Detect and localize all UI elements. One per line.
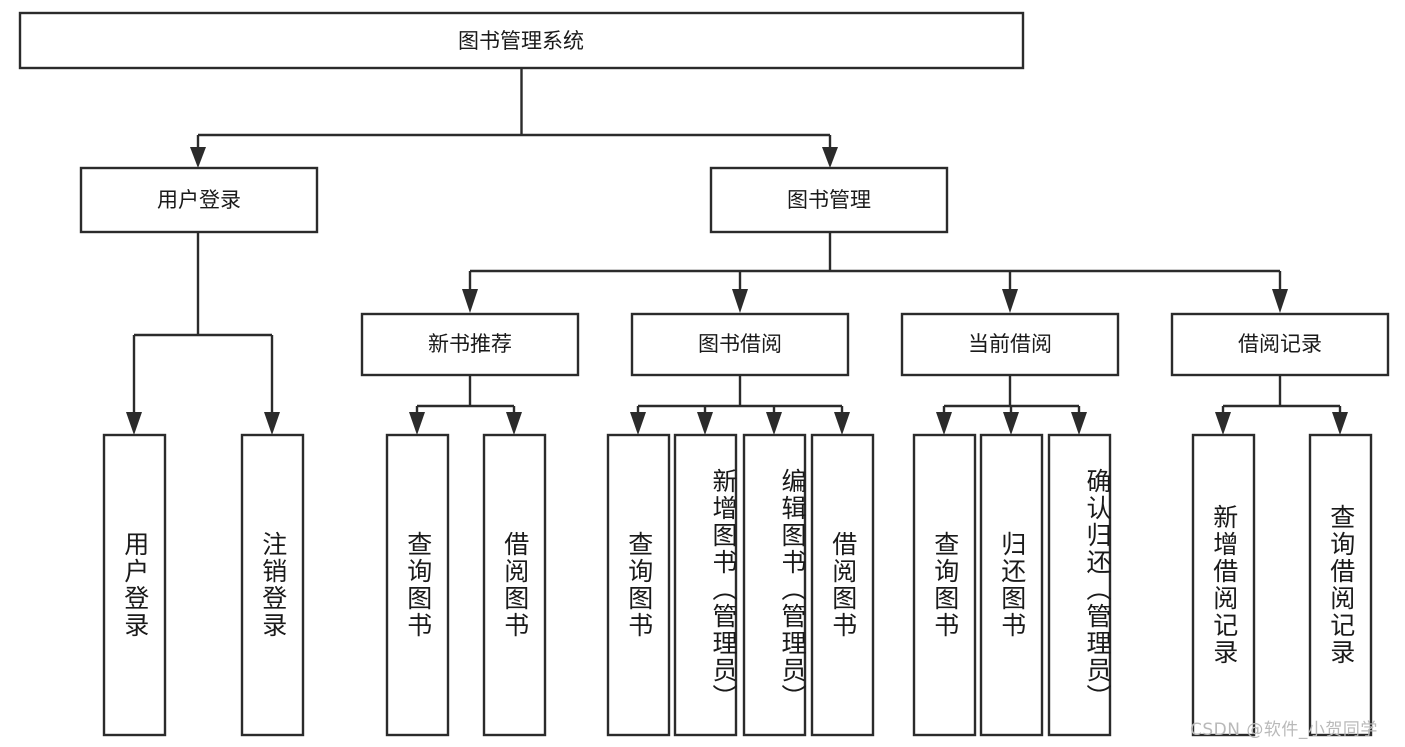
arrowhead-leaf-user-login <box>126 412 142 435</box>
leaf-box-add-borrow-record[interactable] <box>1191 433 1256 737</box>
node-borrow-record[interactable]: 借阅记录 <box>1170 312 1390 377</box>
leaf-box-user-login[interactable] <box>102 433 167 737</box>
node-root-box[interactable] <box>18 11 1025 70</box>
leaf-box-return-book[interactable] <box>979 433 1044 737</box>
arrowhead-leaf-logout <box>264 412 280 435</box>
arrowhead-borrowrecord-leaf2 <box>1332 412 1348 435</box>
leaf-box-query-book-a[interactable] <box>385 433 450 737</box>
node-book-management[interactable]: 图书管理 <box>709 166 949 234</box>
node-root-label: 图书管理系统 <box>458 29 584 53</box>
arrowhead-user-login <box>190 147 206 168</box>
leaf-box-logout[interactable] <box>240 433 305 737</box>
leaf-box-edit-book[interactable] <box>742 433 807 737</box>
leaf-box-borrow-book-a[interactable] <box>482 433 547 737</box>
csdn-watermark: CSDN @软件_小贺同学 <box>1190 720 1378 740</box>
node-root[interactable]: 图书管理系统 <box>18 11 1025 70</box>
node-book-borrow-box[interactable] <box>630 312 850 377</box>
arrowhead-currentborrow-leaf2 <box>1003 412 1019 435</box>
leaf-box-borrow-book-b[interactable] <box>810 433 875 737</box>
arrowhead-current-borrow <box>1002 289 1018 313</box>
arrowhead-borrow-record <box>1272 289 1288 313</box>
node-current-borrow[interactable]: 当前借阅 <box>900 312 1120 377</box>
arrowhead-newbook-leaf1 <box>409 412 425 435</box>
arrowhead-new-book <box>462 289 478 313</box>
node-user-login-box[interactable] <box>79 166 319 234</box>
leaf-box-query-borrow-record[interactable] <box>1308 433 1373 737</box>
node-book-management-label: 图书管理 <box>787 188 871 212</box>
node-new-book-recommend-label: 新书推荐 <box>428 332 512 356</box>
arrowhead-bookborrow-leaf3 <box>766 412 782 435</box>
node-borrow-record-box[interactable] <box>1170 312 1390 377</box>
arrowhead-borrowrecord-leaf1 <box>1215 412 1231 435</box>
leaf-box-query-book-b[interactable] <box>606 433 671 737</box>
leaf-box-query-book-c[interactable] <box>912 433 977 737</box>
arrowhead-bookborrow-leaf2 <box>697 412 713 435</box>
arrowhead-newbook-leaf2 <box>506 412 522 435</box>
node-user-login[interactable]: 用户登录 <box>79 166 319 234</box>
node-book-management-box[interactable] <box>709 166 949 234</box>
node-book-borrow-label: 图书借阅 <box>698 332 782 356</box>
arrowhead-currentborrow-leaf1 <box>936 412 952 435</box>
node-user-login-label: 用户登录 <box>157 188 241 212</box>
node-book-borrow[interactable]: 图书借阅 <box>630 312 850 377</box>
leaf-box-confirm-return[interactable] <box>1047 433 1112 737</box>
node-current-borrow-box[interactable] <box>900 312 1120 377</box>
node-borrow-record-label: 借阅记录 <box>1238 332 1322 356</box>
arrowhead-book-mgmt <box>822 147 838 168</box>
leaf-box-add-book[interactable] <box>673 433 738 737</box>
node-current-borrow-label: 当前借阅 <box>968 332 1052 356</box>
leaf-boxes <box>102 433 1373 737</box>
connectors <box>126 68 1348 435</box>
arrowhead-book-borrow <box>732 289 748 313</box>
arrowhead-bookborrow-leaf4 <box>834 412 850 435</box>
arrowhead-currentborrow-leaf3 <box>1071 412 1087 435</box>
arrowhead-bookborrow-leaf1 <box>630 412 646 435</box>
node-new-book-recommend-box[interactable] <box>360 312 580 377</box>
node-new-book-recommend[interactable]: 新书推荐 <box>360 312 580 377</box>
